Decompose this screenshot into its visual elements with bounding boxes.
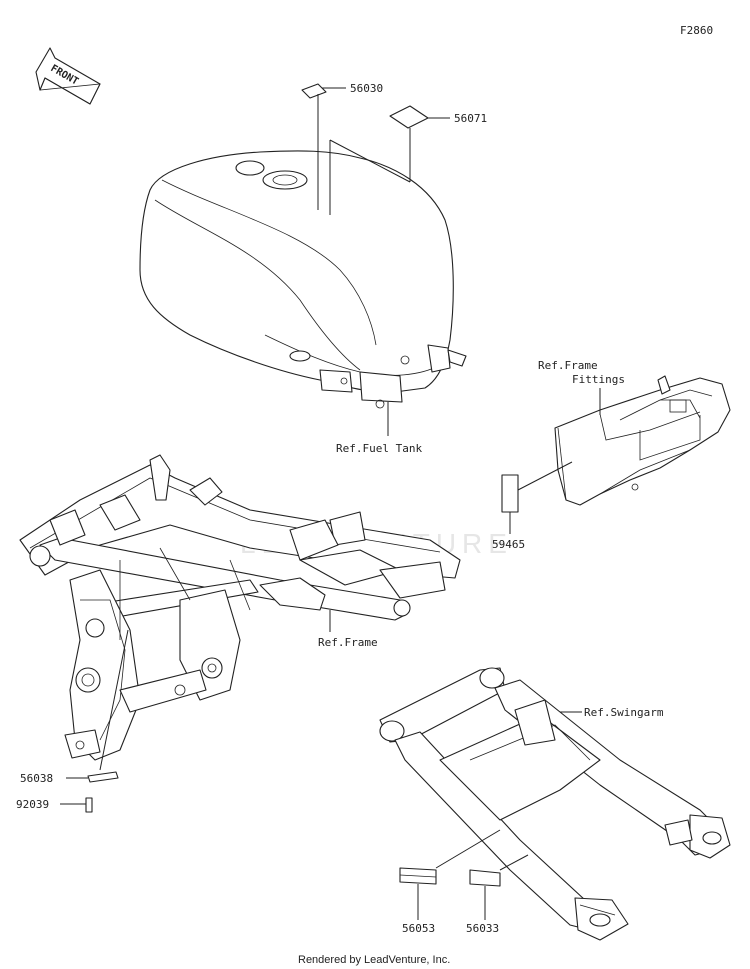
- part-number-59465: 59465: [492, 538, 525, 551]
- ref-frame: Ref.Frame: [318, 636, 378, 649]
- part-56033[interactable]: 56033: [466, 854, 529, 935]
- diagram-code: F2860: [680, 24, 713, 37]
- ref-fuel-tank: Ref.Fuel Tank: [336, 442, 422, 455]
- part-56038[interactable]: 56038: [20, 629, 129, 785]
- part-number-92039: 92039: [16, 798, 49, 811]
- part-number-56071: 56071: [454, 112, 487, 125]
- part-number-56033: 56033: [466, 922, 499, 935]
- part-number-56038: 56038: [20, 772, 53, 785]
- part-number-56030: 56030: [350, 82, 383, 95]
- part-59465[interactable]: 59465: [492, 461, 573, 551]
- part-number-56053: 56053: [402, 922, 435, 935]
- ref-swingarm: Ref.Swingarm: [584, 706, 664, 719]
- part-92039[interactable]: 92039: [16, 797, 93, 813]
- swingarm: [379, 667, 731, 941]
- part-56030[interactable]: 56030: [301, 82, 383, 210]
- frame-fittings: [554, 375, 731, 506]
- fuel-tank: [139, 150, 467, 409]
- footer-credit: Rendered by LeadVenture, Inc.: [298, 954, 450, 966]
- part-56071[interactable]: 56071: [329, 105, 487, 215]
- part-56053[interactable]: 56053: [399, 829, 501, 935]
- ref-frame-fittings-line1: Ref.Frame: [538, 359, 598, 372]
- front-arrow-icon: FRONT: [35, 47, 101, 105]
- ref-frame-fittings-line2: Fittings: [572, 373, 625, 386]
- main-frame: [19, 454, 461, 761]
